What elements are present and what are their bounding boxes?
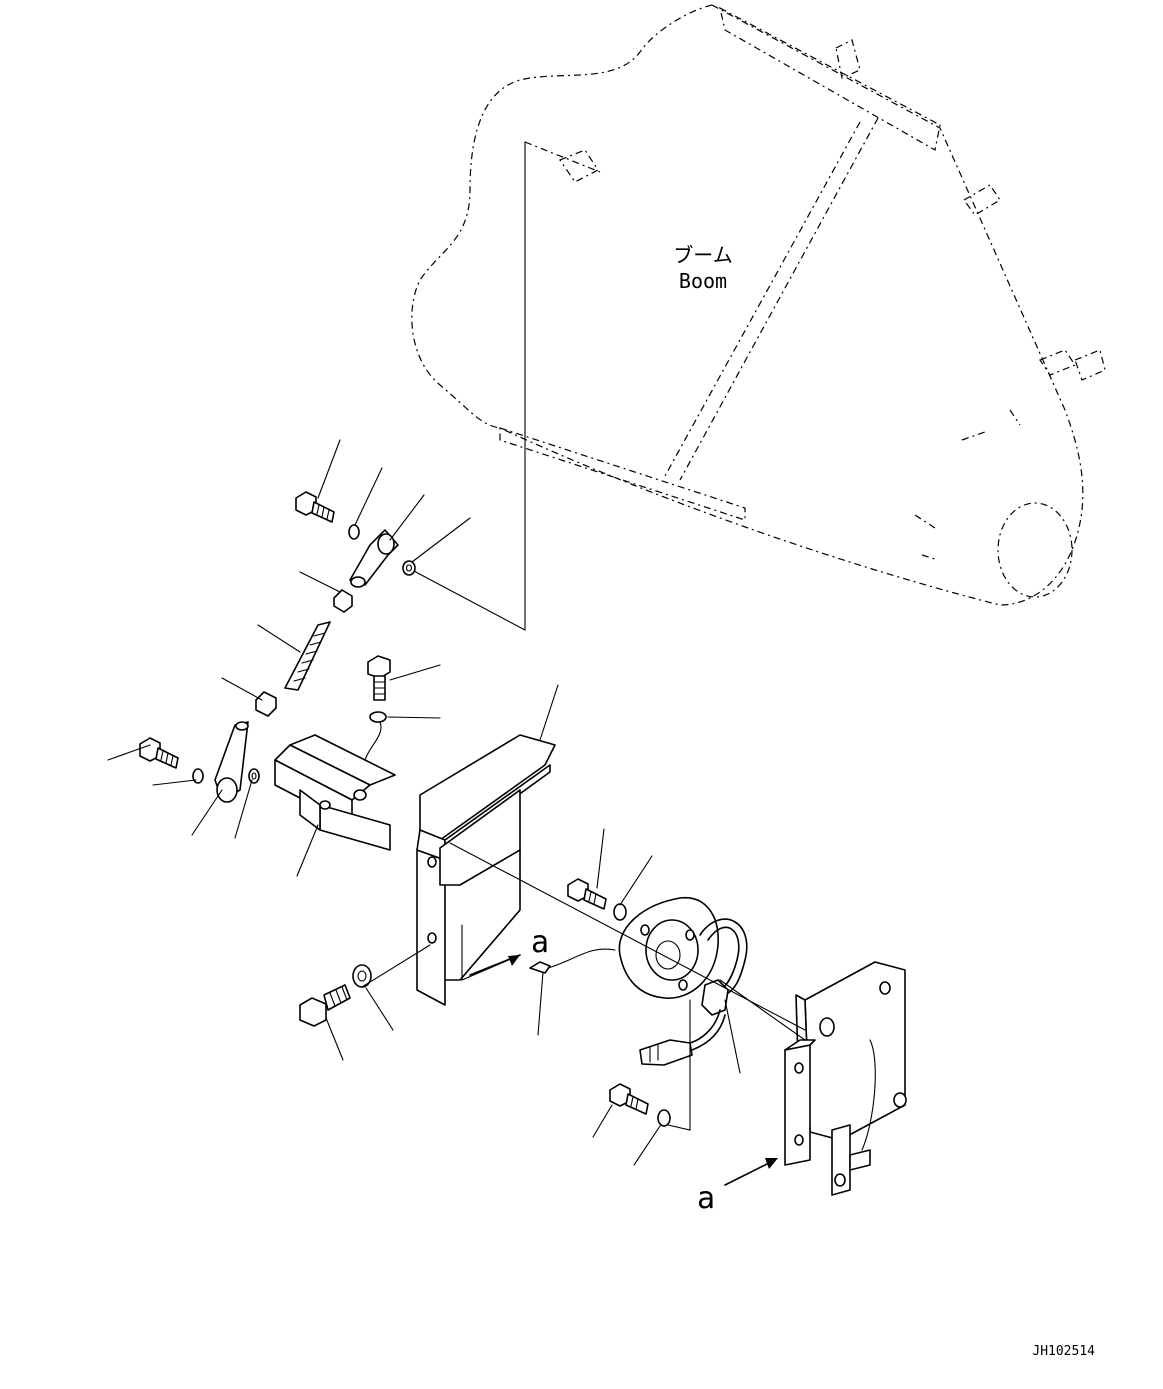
linkage-assembly [139, 491, 416, 803]
bolt-upper-icon [295, 491, 335, 523]
callout-leaders [107, 439, 741, 1166]
wire-harness-icon [639, 918, 748, 1066]
boom-outline [411, 4, 1106, 606]
view-a-label-2: a [697, 1181, 715, 1216]
washer-bracket-icon [369, 711, 387, 723]
bolt-bracket-icon [367, 655, 391, 701]
mount-plate-icon [784, 961, 907, 1196]
washer-sensor-lower-icon [657, 1109, 671, 1127]
nut-lower-icon [255, 691, 277, 717]
bolt-sensor-upper-icon [567, 878, 607, 910]
sensor-bolt-leader [667, 999, 691, 1131]
arrow-a2-head [765, 1158, 778, 1169]
nut-lower-right-icon [248, 768, 260, 784]
bolt-main-lower-icon [299, 984, 351, 1027]
nut-upper-right-icon [402, 560, 416, 576]
boom-label-jp: ブーム [673, 243, 732, 267]
washer-lower-icon [192, 768, 204, 784]
bolt-lower-icon [139, 737, 179, 769]
lever-bracket-icon [274, 734, 396, 851]
drawing-id: JH102514 [1032, 1344, 1095, 1359]
sensor-axis-line [719, 979, 806, 1041]
angle-sensor-icon [618, 897, 719, 999]
rod-end-upper-icon [349, 529, 399, 588]
pin-icon [529, 961, 551, 974]
main-bracket-icon [416, 734, 556, 1006]
washer-sensor-upper-icon [613, 903, 627, 921]
arrow-a2-line [724, 1159, 776, 1186]
view-a-label-1: a [531, 925, 549, 960]
nut-upper-icon [333, 589, 353, 613]
washer-upper-icon [348, 524, 360, 540]
rod-end-lower-icon [214, 721, 249, 803]
arrow-a-head [508, 955, 520, 966]
washer-axis-line [361, 944, 431, 988]
boom-label-en: Boom [679, 269, 727, 293]
bracket-bolt-path [364, 721, 382, 761]
threaded-rod-icon [284, 621, 331, 691]
bolt-sensor-lower-icon [609, 1083, 649, 1115]
boom-attach-leader [411, 141, 526, 631]
sensor-cable [547, 948, 616, 969]
